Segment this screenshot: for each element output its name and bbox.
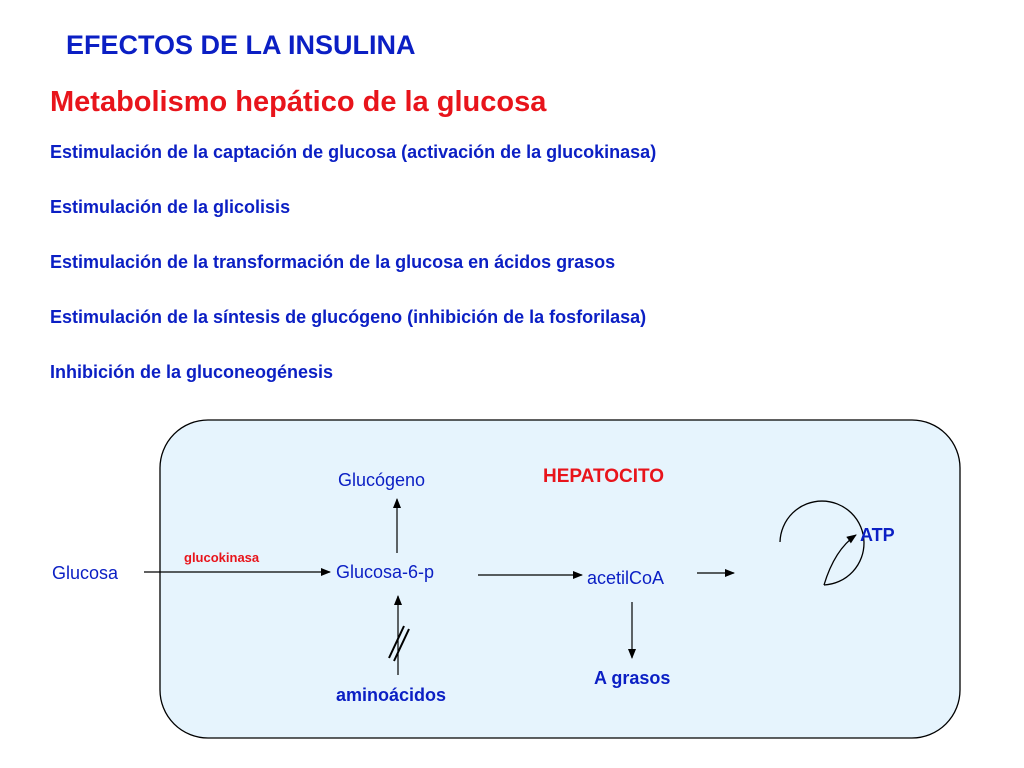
effect-item: Estimulación de la captación de glucosa … — [50, 142, 657, 162]
cell-label: HEPATOCITO — [543, 466, 664, 487]
node-glucosa-6p: Glucosa-6-p — [336, 562, 434, 582]
effect-item: Estimulación de la síntesis de glucógeno… — [50, 307, 647, 327]
page-title: EFECTOS DE LA INSULINA — [66, 30, 416, 60]
effects-list: Estimulación de la captación de glucosa … — [50, 140, 656, 415]
node-a-grasos: A grasos — [594, 668, 670, 688]
effect-item: Inhibición de la gluconeogénesis — [50, 362, 334, 382]
hepatocyte-cell — [159, 419, 961, 739]
page-subtitle: Metabolismo hepático de la glucosa — [50, 86, 547, 118]
arrow-cycle-to-atp — [823, 534, 857, 586]
node-acetilcoa: acetilCoA — [587, 568, 664, 588]
enzyme-glucokinasa: glucokinasa — [184, 550, 260, 565]
effect-item: Estimulación de la glicolisis — [50, 197, 291, 217]
inhibition-mark — [388, 625, 410, 662]
krebs-cycle-arc — [779, 500, 865, 586]
node-glucogeno: Glucógeno — [338, 470, 425, 490]
node-aminoacidos: aminoácidos — [336, 685, 446, 705]
effect-item: Estimulación de la transformación de la … — [50, 252, 616, 272]
node-glucosa: Glucosa — [52, 563, 119, 583]
node-atp: ATP — [860, 525, 895, 545]
